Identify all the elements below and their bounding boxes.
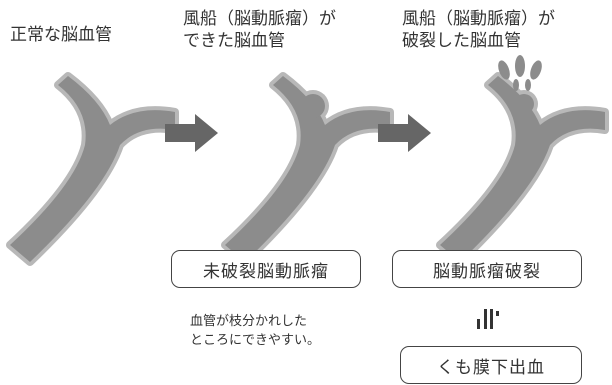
ruptured-vessel-title: 風船（脳動脈瘤）が 破裂した脳血管: [402, 8, 555, 52]
aneurysm-vessel-icon: [225, 76, 390, 262]
note-line-1: 血管が枝分かれした: [190, 314, 308, 329]
ruptured-aneurysm-label: 脳動脈瘤破裂: [392, 250, 582, 288]
unruptured-aneurysm-label: 未破裂脳動脈瘤: [171, 250, 361, 288]
equivalent-icon: [477, 309, 499, 329]
subarachnoid-hemorrhage-label: くも膜下出血: [400, 346, 582, 384]
normal-vessel-title-line: 正常な脳血管: [10, 25, 112, 45]
ruptured-vessel-title-line-2: 破裂した脳血管: [402, 31, 521, 51]
blood-splash-icon: [498, 55, 542, 91]
branch-point-note: 血管が枝分かれした ところにできやすい。: [190, 312, 320, 350]
right-arrow-icon: [378, 114, 431, 152]
normal-vessel-title: 正常な脳血管: [10, 24, 112, 46]
normal-vessel-icon: [10, 76, 175, 262]
ruptured-vessel-icon: [440, 55, 605, 262]
aneurysm-vessel-title: 風船（脳動脈瘤）が できた脳血管: [183, 8, 336, 52]
aneurysm-vessel-title-line-2: できた脳血管: [183, 31, 285, 51]
aneurysm-vessel-title-line-1: 風船（脳動脈瘤）が: [183, 9, 336, 29]
note-line-2: ところにできやすい。: [190, 333, 321, 348]
right-arrow-icon: [165, 114, 218, 152]
ruptured-vessel-title-line-1: 風船（脳動脈瘤）が: [402, 9, 555, 29]
